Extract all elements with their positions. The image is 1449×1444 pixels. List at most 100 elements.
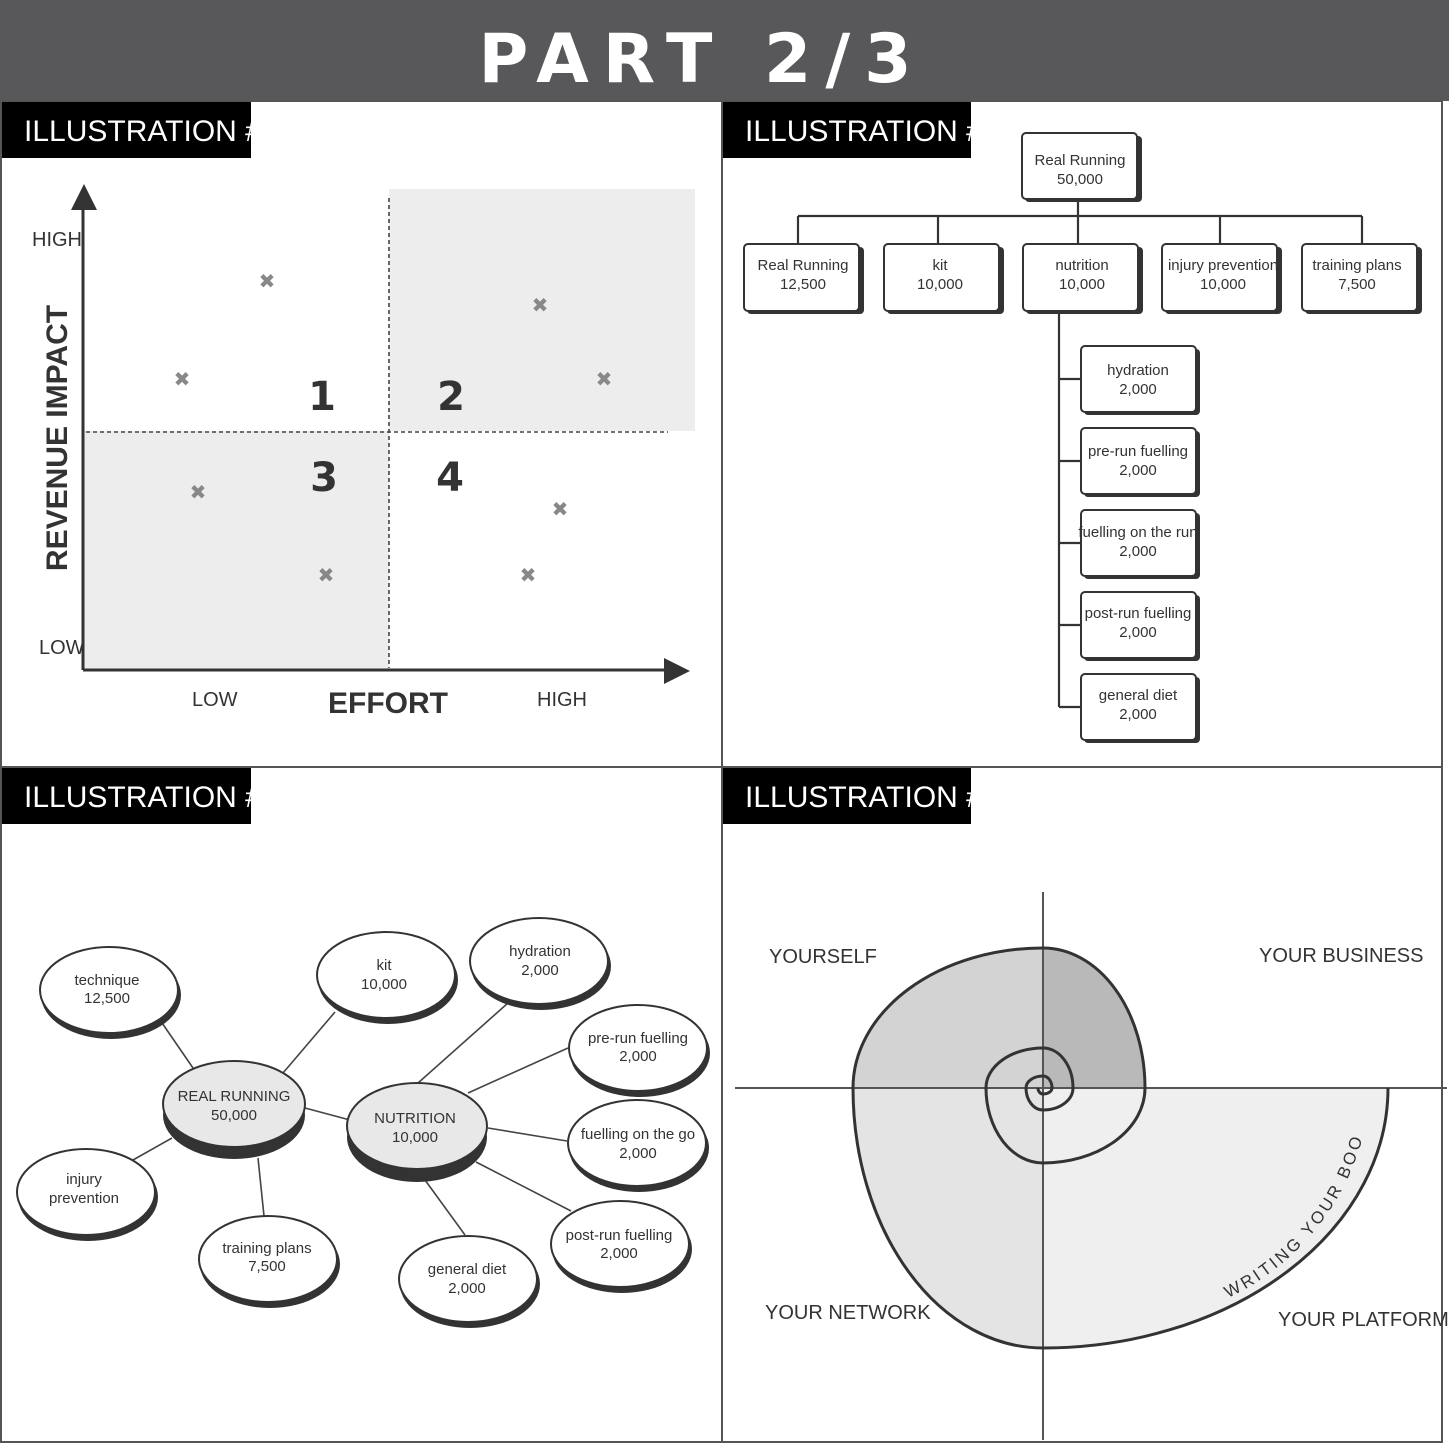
tree-subnode: general diet 2,000	[1080, 673, 1200, 743]
quadrant-3-number: 3	[310, 455, 338, 501]
label-your-network: YOUR NETWORK	[765, 1302, 931, 1324]
x-axis-arrow-icon	[664, 658, 690, 684]
quadrant-2-shade	[389, 189, 695, 431]
cross-marker-icon: ✖	[520, 563, 537, 587]
tree-subnode: post-run fuelling 2,000	[1080, 591, 1200, 661]
label-your-business: YOUR BUSINESS	[1259, 945, 1423, 967]
node-name: general diet	[428, 1261, 507, 1278]
node-name: post-run fuelling	[566, 1227, 673, 1244]
tree-node-name: kit	[933, 257, 949, 274]
y-low-label: LOW	[39, 637, 85, 659]
x-high-label: HIGH	[537, 689, 587, 711]
tree-node-value: 7,500	[1338, 276, 1376, 293]
node-name: pre-run fuelling	[588, 1030, 688, 1047]
spiral-fill-network	[853, 1088, 1043, 1348]
hub-name: REAL RUNNING	[178, 1088, 291, 1105]
mindmap-hub-real-running: REAL RUNNING 50,000	[162, 1060, 306, 1159]
cross-marker-icon: ✖	[532, 293, 549, 317]
tree-node: nutrition 10,000	[1022, 243, 1143, 314]
node-name: fuelling on the go	[581, 1126, 695, 1143]
tree-node: training plans 7,500	[1301, 243, 1422, 314]
node-value: 2,000	[619, 1145, 657, 1162]
mindmap-node: fuelling on the go 2,000	[567, 1099, 709, 1192]
tree-node: Real Running 12,500	[743, 243, 864, 314]
tree-node-value: 12,500	[780, 276, 826, 293]
tree-subnode-value: 2,000	[1119, 543, 1157, 560]
banner	[0, 0, 1449, 101]
y-high-label: HIGH	[32, 229, 82, 251]
tree-subnode: pre-run fuelling 2,000	[1080, 427, 1200, 497]
tree-root-name: Real Running	[1035, 152, 1126, 169]
mindmap-node: injury prevention	[16, 1148, 158, 1241]
node-value: 10,000	[361, 976, 407, 993]
tree-subnode-value: 2,000	[1119, 624, 1157, 641]
hub-value: 10,000	[392, 1129, 438, 1146]
node-value: prevention	[49, 1190, 119, 1207]
tree-node-name: injury prevention	[1168, 257, 1278, 274]
tree-root-value: 50,000	[1057, 171, 1103, 188]
tree-node-name: nutrition	[1055, 257, 1108, 274]
y-axis-title: REVENUE IMPACT	[41, 305, 74, 571]
cross-marker-icon: ✖	[259, 269, 276, 293]
mindmap-node: pre-run fuelling 2,000	[568, 1004, 710, 1097]
panel-illustration-7: ILLUSTRATION #7 REAL RUNNING 50,000 NUTR…	[2, 768, 710, 1328]
tree-subnode-name: fuelling on the run	[1078, 524, 1197, 541]
tree-subnode-value: 2,000	[1119, 381, 1157, 398]
label-your-platform: YOUR PLATFORM	[1278, 1309, 1449, 1331]
mindmap-node: technique 12,500	[39, 946, 181, 1039]
panel-illustration-5: ILLUSTRATION #5 HIGH LOW LOW HIGH EFFORT…	[2, 102, 695, 720]
panel-5-label-bg	[2, 102, 251, 158]
tree-subnode-value: 2,000	[1119, 706, 1157, 723]
x-axis-title: EFFORT	[328, 687, 448, 720]
banner-title: PART 2/3	[478, 20, 925, 99]
spiral-curve	[851, 946, 1390, 1350]
node-value: 2,000	[600, 1245, 638, 1262]
tree-subnode-value: 2,000	[1119, 462, 1157, 479]
spiral-fill-platform	[1043, 1088, 1388, 1348]
panel-7-label-bg	[2, 768, 251, 824]
panel-6-label-bg	[723, 102, 971, 158]
mindmap-connectors	[132, 1002, 572, 1236]
node-name: kit	[377, 957, 393, 974]
y-axis-arrow-icon	[71, 184, 97, 210]
tree-node: injury prevention 10,000	[1161, 243, 1282, 314]
hub-value: 50,000	[211, 1107, 257, 1124]
matrix-markers: ✖ ✖ ✖ ✖ ✖ ✖ ✖ ✖	[174, 269, 613, 587]
cross-marker-icon: ✖	[174, 367, 191, 391]
panel-7-label: ILLUSTRATION #7	[24, 781, 279, 814]
cross-marker-icon: ✖	[596, 367, 613, 391]
mindmap-node: kit 10,000	[316, 931, 458, 1024]
cross-marker-icon: ✖	[190, 480, 207, 504]
spiral-fill-yourself	[853, 948, 1043, 1088]
tree-subnode-name: post-run fuelling	[1085, 605, 1192, 622]
node-name: technique	[74, 972, 139, 989]
label-yourself: YOURSELF	[769, 946, 877, 968]
quadrant-1-number: 1	[308, 374, 336, 420]
panel-illustration-6: ILLUSTRATION #6 Real Running 50,000	[723, 102, 1422, 743]
cross-marker-icon: ✖	[318, 563, 335, 587]
node-value: 2,000	[521, 962, 559, 979]
tree-node-value: 10,000	[917, 276, 963, 293]
x-low-label: LOW	[192, 689, 238, 711]
node-name: injury	[66, 1171, 102, 1188]
node-name: hydration	[509, 943, 571, 960]
node-value: 2,000	[619, 1048, 657, 1065]
tree-subnode: hydration 2,000	[1080, 345, 1200, 415]
tree-node: kit 10,000	[883, 243, 1004, 314]
tree-subnode-name: general diet	[1099, 687, 1178, 704]
node-name: training plans	[222, 1240, 311, 1257]
mindmap-node: hydration 2,000	[469, 917, 611, 1010]
cross-marker-icon: ✖	[552, 497, 569, 521]
hub-name: NUTRITION	[374, 1110, 456, 1127]
mindmap-node: post-run fuelling 2,000	[550, 1200, 692, 1293]
tree-subnode-name: pre-run fuelling	[1088, 443, 1188, 460]
node-value: 2,000	[448, 1280, 486, 1297]
mindmap-node: training plans 7,500	[198, 1215, 340, 1308]
tree-subnode-name: hydration	[1107, 362, 1169, 379]
quadrant-3-shade	[84, 431, 389, 670]
mindmap-hub-nutrition: NUTRITION 10,000	[346, 1082, 488, 1182]
panel-8-label-bg	[723, 768, 971, 824]
quadrant-4-number: 4	[436, 455, 464, 501]
panel-grid	[0, 100, 1443, 1443]
